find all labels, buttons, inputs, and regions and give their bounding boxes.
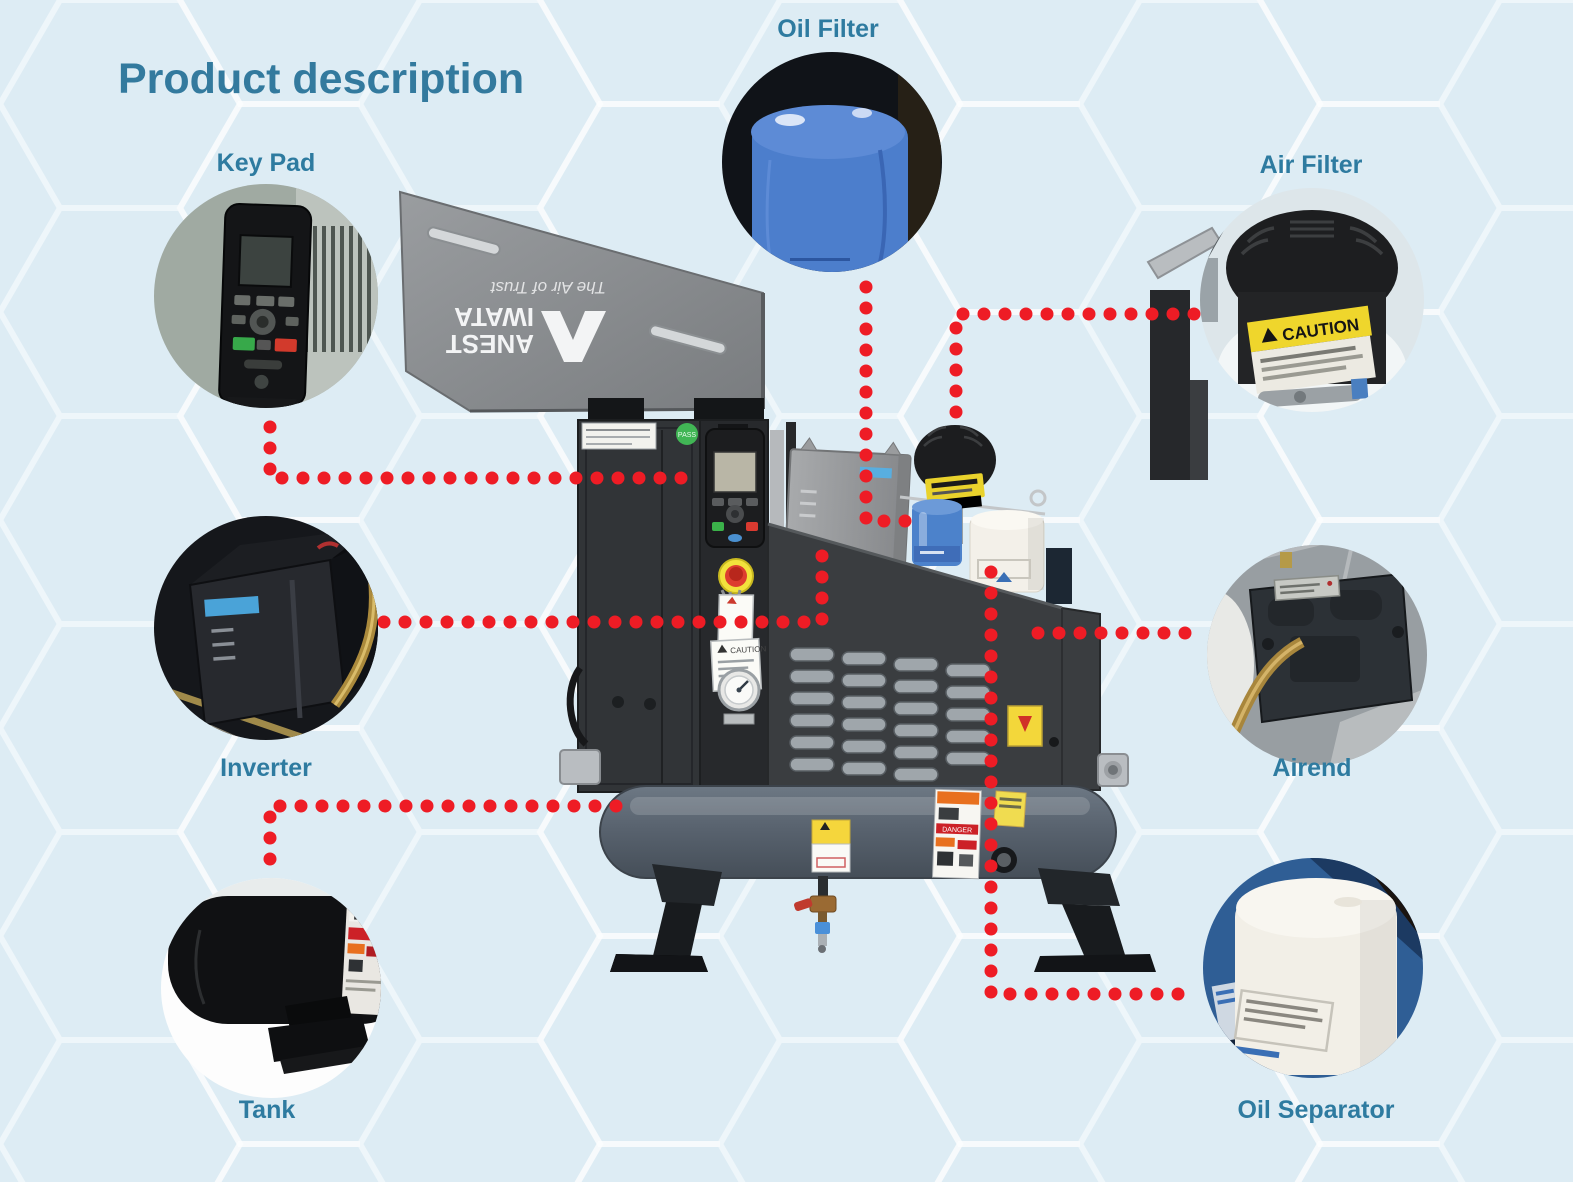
svg-text:DANGER: DANGER (942, 826, 972, 834)
callout-photo-oil-filter (722, 52, 942, 272)
keypad-unit (705, 424, 765, 548)
tank-caution-label (811, 819, 851, 873)
connector-oil-filter (859, 280, 921, 528)
connectors (263, 280, 1207, 1001)
emergency-stop-button (718, 558, 754, 594)
callout-photo-oil-separator (1203, 858, 1423, 1078)
pressure-gauge (717, 668, 761, 725)
air-tank: DANGER (559, 749, 1156, 972)
callout-photo-tank (161, 878, 381, 1098)
compressor-lid: ANEST IWATA The Air of Trust (398, 190, 765, 413)
callout-label-key-pad: Key Pad (216, 149, 316, 177)
callout-label-air-filter: Air Filter (1259, 151, 1363, 179)
svg-text:CAUTION: CAUTION (730, 644, 767, 655)
callout-photo-airend (1207, 545, 1427, 765)
callout-label-oil-filter: Oil Filter (777, 15, 879, 43)
tank-legs (610, 864, 1156, 972)
tank-danger-label: DANGER (931, 788, 983, 880)
vent-louvers (789, 647, 991, 782)
drain-valve (794, 876, 837, 953)
callout-label-airend: Airend (1272, 754, 1352, 782)
connector-inverter (377, 537, 829, 629)
oil-filter-part (912, 499, 962, 566)
callout-photo-air-filter: CAUTION (1200, 188, 1424, 412)
page-title: Product description (118, 55, 525, 103)
lid-handle (648, 324, 727, 355)
callout-label-inverter: Inverter (220, 754, 312, 782)
separator-photo-label (1233, 988, 1335, 1059)
brand-tagline: The Air of Trust (489, 278, 606, 297)
compressor-illustration: ANEST IWATA The Air of Trust (398, 190, 1223, 972)
connector-key-pad (263, 420, 699, 485)
pass-sticker: PASS (676, 423, 698, 445)
callout-photo-key-pad (154, 184, 378, 408)
brand-text-line1: ANEST (446, 329, 534, 359)
connector-air-filter (949, 307, 1201, 423)
lid-handle (426, 226, 501, 256)
brand-text-line2: IWATA (454, 302, 534, 332)
callout-label-tank: Tank (238, 1096, 296, 1124)
connector-oil-separator (984, 565, 1205, 1001)
svg-text:PASS: PASS (678, 432, 696, 439)
callout-label-oil-separator: Oil Separator (1237, 1096, 1395, 1124)
brand-logo: ANEST IWATA The Air of Trust (446, 278, 606, 362)
